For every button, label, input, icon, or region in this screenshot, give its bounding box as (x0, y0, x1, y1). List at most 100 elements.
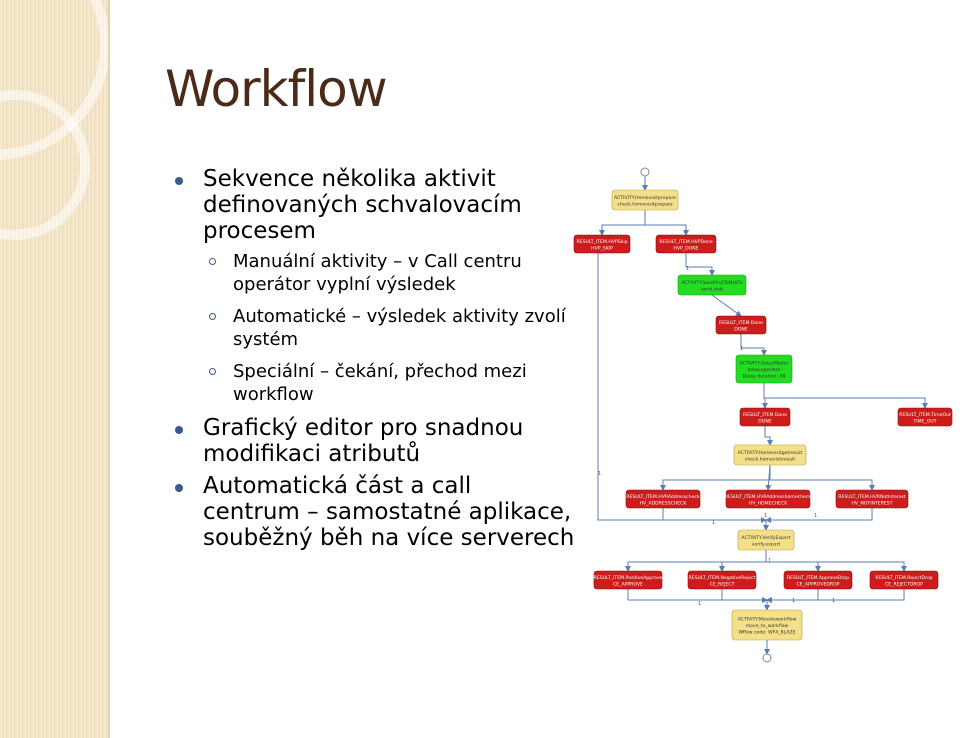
connector-line (719, 550, 767, 572)
start-node-icon (640, 167, 650, 177)
node-label: Wflow code: WF4_BLAZE (739, 630, 796, 636)
node-label: ACTIVITY.Homevisitgetresult (738, 450, 803, 456)
edge-count-label: 1 (814, 513, 817, 519)
connector-line (765, 550, 821, 572)
node-label: RESULT_ITEM.Done (719, 320, 763, 326)
connector-line (764, 426, 773, 446)
connector-line (769, 465, 875, 491)
activity-node: ACTIVITY.Movetoworkflowmove_to_workflowW… (731, 609, 803, 641)
connector-line (644, 210, 689, 236)
connector-line (627, 589, 770, 611)
edge-count-label: 1 (792, 598, 795, 604)
node-label: HVP_DONE (673, 245, 698, 251)
node-label: move_to_workflow (746, 623, 789, 629)
edge-count-label: 1 (686, 266, 689, 272)
node-label: delay.operator (747, 367, 780, 373)
activity-node: ACTIVITY.Homevisitgetresultcheck.homevis… (733, 444, 807, 466)
node-box (687, 570, 757, 590)
node-box (731, 609, 803, 641)
activity-node: ACTIVITY.DelayWaiterdelay.operatorDelay … (735, 354, 793, 384)
connector-line (765, 508, 873, 523)
result-item-node: RESULT_ITEM.HVRAddresscheckHV_ADDRESSCHE… (625, 489, 701, 509)
node-box (739, 407, 791, 427)
sub-bullet-item: Speciální – čekání, přechod mezi workflo… (175, 360, 575, 406)
node-label: RESULT_ITEM.HVPSkip (576, 239, 627, 245)
edge-count-label: 1 (740, 346, 743, 352)
node-box (735, 354, 793, 384)
connector-line (599, 210, 646, 236)
node-label: RESULT_ITEM.ApproveDrop (787, 575, 849, 581)
node-label: verify.expert (752, 541, 781, 547)
node-label: RESULT_ITEM.PositiveApprove (594, 575, 663, 581)
node-box (869, 570, 939, 590)
edge-count-label: 1 (764, 513, 767, 519)
sub-bullet-item: Manuální aktivity – v Call centru operát… (175, 250, 575, 296)
connector-line (660, 465, 771, 491)
node-label: ACTIVITY.Movetoworkflow (738, 617, 797, 623)
node-label: RESULT_ITEM.NegativeReject (689, 575, 756, 581)
edge-count-label: 1 (598, 471, 601, 477)
node-label: check.homevisitresult (745, 456, 796, 462)
node-label: HVP_SKIP (591, 245, 613, 251)
node-box (835, 489, 909, 509)
node-label: RESULT_ITEM.HVPDone (659, 239, 713, 245)
node-label: RESULT_ITEM.TimeOut (899, 412, 951, 418)
node-box (783, 570, 853, 590)
node-box (715, 315, 767, 335)
edge-count-label: 1 (832, 598, 835, 604)
node-box (593, 570, 663, 590)
node-label: DONE (758, 418, 772, 424)
edge-count-label: 1 (698, 601, 701, 607)
connector-line (740, 334, 767, 356)
node-label: ACTIVITY.SendVisitToMUCH (681, 280, 742, 286)
bullet-item: Sekvence několika aktivit definovaných s… (175, 166, 575, 244)
end-node-icon (762, 653, 772, 663)
node-box (897, 407, 953, 427)
decorative-sidebar (0, 0, 108, 738)
node-label: check.homevisitprepare (617, 201, 672, 207)
node-label: ACTIVITY.DelayWaiter (739, 361, 788, 367)
bullet-item: Automatická část a call centrum – samost… (175, 473, 575, 551)
node-label: CE_REJECT (710, 581, 735, 587)
node-box (725, 489, 811, 509)
connector-line (766, 589, 905, 603)
connector-line (763, 383, 928, 409)
node-label: Delay duration: 48 (743, 374, 786, 380)
bullet-item: Grafický editor pro snadnou modifikaci a… (175, 415, 575, 467)
result-item-node: RESULT_ITEM.HVRAddresshomecheckHV_HOMECH… (725, 489, 812, 509)
node-box (737, 529, 795, 551)
node-label: RESULT_ITEM.RejectDrop (875, 575, 932, 581)
edge-count-label: 1 (768, 558, 771, 564)
node-label: RESULT_ITEM.HVRAddresscheck (626, 494, 700, 500)
node-label: CE_REJECTDROP (885, 581, 923, 587)
node-box (655, 234, 717, 254)
node-box (733, 444, 807, 466)
connector-line (721, 589, 768, 603)
node-label: RESULT_ITEM.Done (743, 412, 787, 418)
node-label: CE_APPROVE (613, 581, 643, 587)
node-label: HV_ADDRESSCHECK (640, 500, 688, 506)
node-label: TIME_OUT (912, 418, 936, 424)
node-box (611, 189, 679, 211)
node-label: CE_APPROVEDROP (797, 581, 840, 587)
node-box (625, 489, 701, 509)
connector-line (765, 550, 907, 572)
sidebar-divider (108, 0, 110, 738)
node-label: HV_NOTINTEREST (851, 500, 892, 506)
node-label: RESULT_ITEM.HVRNotInterest (838, 494, 906, 500)
slide-title: Workflow (165, 60, 388, 118)
node-label: ACTIVITY.Homevisitprepare (614, 195, 676, 201)
node-label: RESULT_ITEM.HVRAddresshomecheck (725, 494, 812, 500)
connector-line (685, 253, 715, 276)
